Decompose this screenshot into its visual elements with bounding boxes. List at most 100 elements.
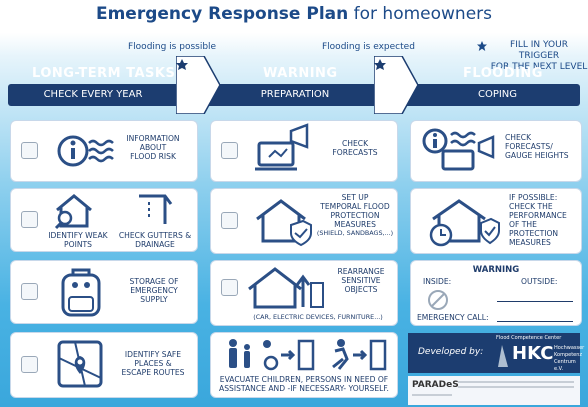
- text-info-flood-risk: INFORMATION ABOUT FLOOD RISK: [113, 134, 193, 161]
- card-storage-emergency-supply: STORAGE OF EMERGENCY SUPPLY: [10, 260, 198, 324]
- card-weak-points-gutters: IDENTIFY WEAK POINTS CHECK GUTTERS & DRA…: [10, 188, 198, 252]
- band-label-preparation: PREPARATION: [260, 89, 330, 100]
- info-icon: [55, 129, 119, 173]
- text-line: FORECASTS/: [505, 142, 553, 151]
- hkc-logo-icon: [496, 343, 510, 369]
- text-line: EMERGENCY: [130, 286, 178, 295]
- developed-by-panel: Developed by: Flood Competence Center HK…: [408, 333, 584, 373]
- trigger-flooding-expected: Flooding is expected: [322, 42, 415, 52]
- fineprint-line: [412, 394, 452, 396]
- trigger-arrow-2[interactable]: [374, 56, 418, 114]
- no-phone-icon: [427, 289, 449, 311]
- outside-input-line[interactable]: [497, 301, 573, 302]
- gutter-icon: [135, 192, 175, 228]
- checkbox-set-up[interactable]: [221, 212, 238, 229]
- band-label-check-every-year: CHECK EVERY YEAR: [43, 89, 143, 100]
- text-line: OBJECTS: [344, 285, 378, 294]
- text-line: FLOOD RISK: [130, 152, 176, 161]
- text-line: STORAGE OF: [129, 277, 179, 286]
- card-safe-places: IDENTIFY SAFE PLACES & ESCAPE ROUTES: [10, 332, 198, 398]
- card-information-flood-risk: INFORMATION ABOUT FLOOD RISK: [10, 120, 198, 182]
- hkc-name: Hochwasser Kompetenz Centrum e.V.: [554, 345, 584, 373]
- text-line: PROTECTION: [509, 229, 559, 238]
- text-line: OF THE: [509, 220, 537, 229]
- title-strong: Emergency Response Plan: [95, 4, 349, 24]
- checkbox-info-flood-risk[interactable]: [21, 142, 38, 159]
- checkbox-check-forecasts[interactable]: [221, 142, 238, 159]
- text-line: INFORMATION: [126, 134, 180, 143]
- card-evacuate: EVACUATE CHILDREN, PERSONS IN NEED OF AS…: [210, 332, 398, 398]
- house-magnifier-icon: [51, 192, 97, 230]
- text-line: SUPPLY: [140, 295, 168, 304]
- trigger-legend-line2: FOR THE NEXT LEVEL: [490, 62, 588, 72]
- text-line: SENSITIVE: [341, 276, 381, 285]
- phase-band: [8, 84, 580, 106]
- text-line: TEMPORAL FLOOD: [320, 202, 390, 211]
- house-shield-icon: [253, 197, 313, 247]
- laptop-megaphone-icon: [253, 123, 315, 177]
- card-check-gauge-heights: CHECK FORECASTS/ GAUGE HEIGHTS: [410, 120, 582, 182]
- hkc-name-line: Centrum e.V.: [554, 359, 576, 372]
- band-label-coping: COPING: [477, 89, 518, 100]
- checkbox-weak-points[interactable]: [21, 211, 38, 228]
- text-line: MEASURES: [509, 238, 551, 247]
- fineprint-line: [458, 386, 574, 388]
- text-line: CHECK: [505, 133, 532, 142]
- hkc-name-line: Kompetenz: [554, 352, 583, 358]
- emergency-call-input-line[interactable]: [497, 321, 573, 322]
- text-line: ESCAPE ROUTES: [121, 368, 185, 377]
- text-line: FORECASTS: [332, 148, 378, 157]
- text-line: MEASURES: [334, 220, 376, 229]
- text-line: EVACUATE CHILDREN, PERSONS IN NEED OF: [219, 375, 389, 384]
- text-line: CHECK: [341, 139, 369, 148]
- text-check-forecasts: CHECK FORECASTS: [317, 139, 393, 157]
- trigger-arrow-1[interactable]: [176, 56, 220, 114]
- text-identify-weak: IDENTIFY WEAK POINTS: [41, 231, 115, 249]
- card-warning-fill-in: WARNING INSIDE: OUTSIDE: EMERGENCY CALL:: [410, 260, 582, 326]
- phase-title-flooding: FLOODING: [463, 66, 543, 81]
- text-rearrange: REARRANGE SENSITIVE OBJECTS: [327, 267, 395, 294]
- house-arrow-icon: [245, 265, 325, 311]
- text-rearrange-examples: (CAR, ELECTRIC DEVICES, FURNITURE...): [253, 313, 383, 321]
- phase-title-warning: WARNING: [263, 66, 338, 81]
- evacuation-icon: [223, 337, 387, 371]
- text-line: IF POSSIBLE:: [509, 193, 558, 202]
- text-line: PLACES &: [134, 359, 172, 368]
- parades-logo: PARADeS: [412, 380, 459, 390]
- text-line: IDENTIFY SAFE: [124, 350, 182, 359]
- card-if-possible-check: IF POSSIBLE: CHECK THE PERFORMANCE OF TH…: [410, 188, 582, 254]
- checkbox-storage[interactable]: [21, 283, 38, 300]
- phase-title-long-term: LONG-TERM TASKS: [32, 66, 176, 81]
- fineprint-line: [458, 381, 574, 383]
- text-line: ASSISTANCE AND -IF NECESSARY- YOURSELF.: [219, 384, 389, 393]
- page-title: Emergency Response Plan for homeowners: [0, 4, 588, 24]
- warning-box-title: WARNING: [472, 265, 520, 275]
- text-line: IDENTIFY WEAK: [48, 231, 108, 240]
- star-icon: [476, 40, 488, 52]
- text-line: CHECK THE: [509, 202, 553, 211]
- checkbox-safe-places[interactable]: [21, 356, 38, 373]
- hkc-top-label: Flood Competence Center: [496, 335, 562, 341]
- text-line: ABOUT: [139, 143, 167, 152]
- trigger-legend: FILL IN YOUR TRIGGER FOR THE NEXT LEVEL: [490, 40, 588, 73]
- trigger-legend-line1: FILL IN YOUR TRIGGER: [510, 40, 568, 61]
- label-outside: OUTSIDE:: [521, 277, 558, 286]
- text-line: POINTS: [64, 240, 92, 249]
- label-emergency-call: EMERGENCY CALL:: [417, 313, 489, 322]
- house-clock-icon: [425, 197, 503, 247]
- hkc-logo: HKC: [512, 343, 554, 364]
- backpack-icon: [55, 265, 107, 319]
- text-storage: STORAGE OF EMERGENCY SUPPLY: [115, 277, 193, 304]
- text-line: DRAINAGE: [135, 240, 175, 249]
- gauge-laptop-icon: [421, 125, 499, 175]
- text-line: REARRANGE: [337, 267, 385, 276]
- checkbox-rearrange[interactable]: [221, 279, 238, 296]
- hkc-name-line: Hochwasser: [554, 345, 585, 351]
- developed-by-label: Developed by:: [418, 347, 484, 357]
- text-line: GAUGE HEIGHTS: [505, 151, 569, 160]
- title-rest: for homeowners: [348, 4, 492, 24]
- text-line: PROTECTION: [330, 211, 380, 220]
- footer-partners: PARADeS: [408, 376, 580, 405]
- card-set-up-protection: SET UP TEMPORAL FLOOD PROTECTION MEASURE…: [210, 188, 398, 254]
- text-line: (SHIELD, SANDBAGS,...): [316, 229, 394, 237]
